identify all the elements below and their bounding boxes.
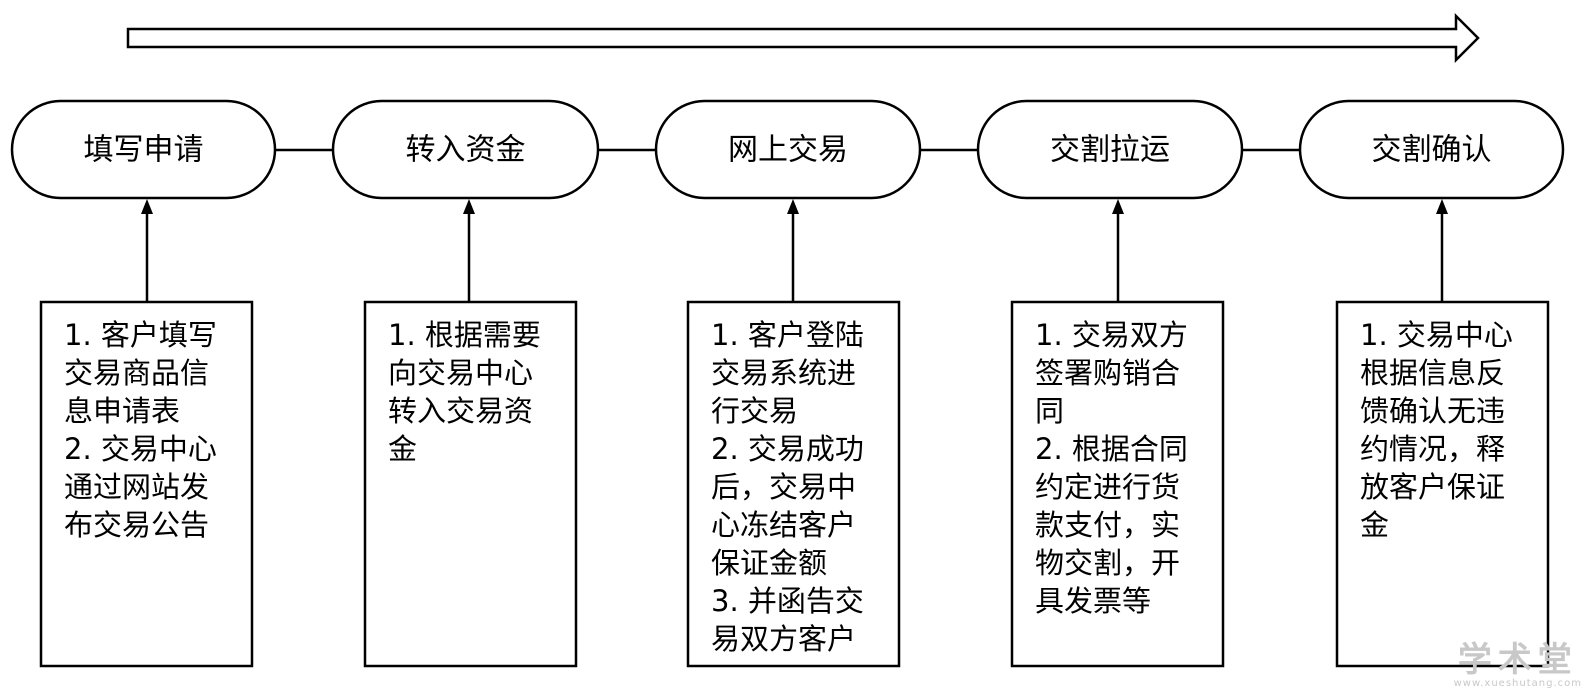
stage-label: 转入资金 <box>406 133 526 168</box>
up-arrows <box>141 199 1448 302</box>
direction-arrow <box>126 12 1480 64</box>
stage-pill <box>654 99 922 200</box>
stage-pill <box>10 99 277 200</box>
up-arrow-4 <box>1112 199 1124 302</box>
note-text-4: 1. 交易双方 签署购销合 同 2. 根据合同 约定进行货 款支付，实 物交割，… <box>1035 318 1188 618</box>
stage-pill <box>331 99 600 200</box>
note-text-1: 1. 客户填写 交易商品信 息申请表 2. 交易中心 通过网站发 布交易公告 <box>64 318 217 542</box>
stage-pill <box>1298 99 1565 200</box>
watermark-url: www.xueshutang.com <box>1453 678 1582 689</box>
note-box-1 <box>39 300 254 668</box>
note-text-3: 1. 客户登陆 交易系统进 行交易 2. 交易成功 后，交易中 心冻结客户 保证… <box>711 318 864 656</box>
note-box-5 <box>1335 300 1550 668</box>
note-text-5: 1. 交易中心 根据信息反 馈确认无违 约情况，释 放客户保证 金 <box>1360 318 1513 542</box>
stage-2: 转入资金 <box>331 99 600 200</box>
note-box-4 <box>1010 300 1225 668</box>
stage-label: 填写申请 <box>84 133 204 168</box>
stage-label: 交割拉运 <box>1050 133 1170 168</box>
up-arrow-1 <box>141 199 153 302</box>
watermark-main: 学术堂 <box>1457 640 1578 680</box>
stage-4: 交割拉运 <box>976 99 1244 200</box>
stage-label: 交割确认 <box>1372 133 1492 168</box>
watermark: 学术堂 www.xueshutang.com <box>1454 642 1582 690</box>
note-boxes <box>39 300 1550 668</box>
stage-label: 网上交易 <box>728 133 848 168</box>
note-text-2: 1. 根据需要 向交易中心 转入交易资 金 <box>388 318 541 466</box>
stage-5: 交割确认 <box>1298 99 1565 200</box>
note-box-3 <box>686 300 901 668</box>
stage-1: 填写申请 <box>10 99 277 200</box>
stage-pill <box>976 99 1244 200</box>
stage-3: 网上交易 <box>654 99 922 200</box>
up-arrow-3 <box>787 199 799 302</box>
note-box-2 <box>363 300 578 668</box>
up-arrow-2 <box>463 199 475 302</box>
up-arrow-5 <box>1436 199 1448 302</box>
